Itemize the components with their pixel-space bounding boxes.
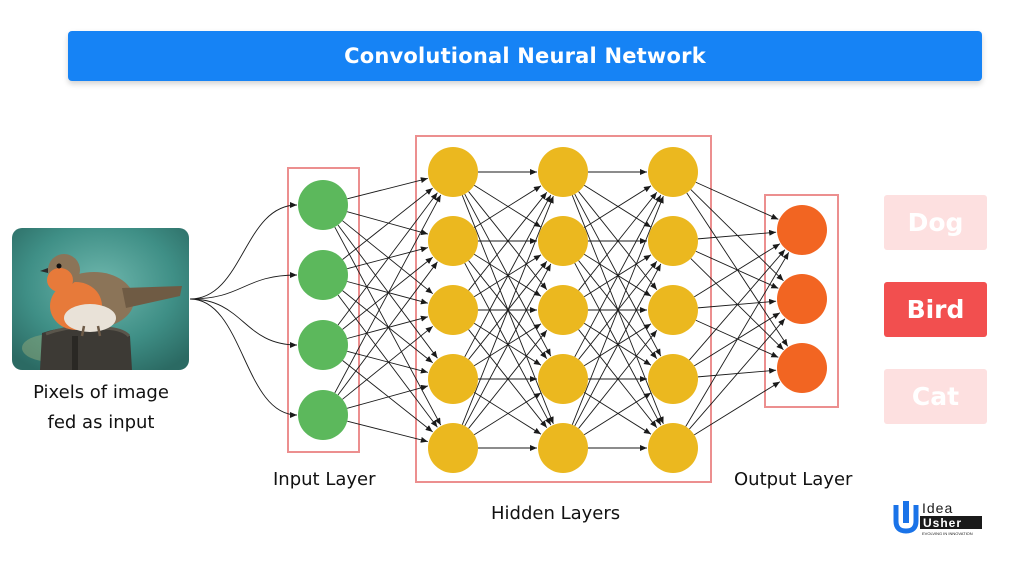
hidden-3-neuron (648, 354, 698, 404)
layer-edge (337, 261, 438, 396)
hidden-2-neuron (538, 216, 588, 266)
title-banner: Convolutional Neural Network (68, 31, 982, 81)
layer-edge (583, 184, 652, 228)
output-layer-frame (764, 194, 839, 408)
logo-line-2: Usher (923, 516, 962, 530)
output-neuron (777, 205, 827, 255)
layer-edge (574, 194, 662, 358)
hidden-2-neuron (538, 147, 588, 197)
hidden-3-neuron (648, 147, 698, 197)
layer-edge (694, 381, 781, 436)
layer-edge (473, 322, 542, 366)
layer-edge (578, 192, 658, 291)
layer-edge (337, 192, 438, 326)
hidden-1-neuron (428, 216, 478, 266)
output-layer-label: Output Layer (734, 469, 853, 490)
hidden-2-neuron (538, 285, 588, 335)
layer-edge (583, 253, 652, 297)
layer-edge (473, 391, 542, 435)
class-label-cat: Cat (884, 369, 987, 424)
image-to-input-edge (189, 298, 298, 348)
input-caption-line-1: Pixels of image (33, 382, 169, 403)
layer-edge (578, 330, 658, 429)
layer-edge (342, 360, 433, 433)
hidden-layers-label: Hidden Layers (491, 503, 621, 524)
logo-line-1: Idea (922, 500, 953, 516)
layer-edge (342, 220, 434, 295)
layer-edge (689, 249, 786, 361)
image-to-input-edge (189, 298, 298, 418)
hidden-3-neuron (648, 423, 698, 473)
layer-edge (347, 315, 429, 339)
input-caption-line-2: fed as input (47, 412, 155, 433)
layer-edge (346, 384, 429, 409)
layer-edge (583, 392, 652, 436)
layer-edge (473, 185, 542, 229)
input-neuron (298, 390, 348, 440)
input-neuron (298, 180, 348, 230)
input-neuron (298, 250, 348, 300)
hidden-1-neuron (428, 285, 478, 335)
layer-edge (347, 420, 428, 443)
hidden-3-neuron (648, 216, 698, 266)
logo-tagline: EVOLVING IN INNOVATION (922, 531, 973, 536)
layer-edge (334, 194, 442, 394)
layer-edge (695, 181, 779, 220)
layer-edge (464, 194, 552, 358)
layer-edge (347, 350, 428, 374)
hidden-1-neuron (428, 423, 478, 473)
hidden-1-neuron (428, 354, 478, 404)
hidden-2-neuron (538, 423, 588, 473)
layer-edge (574, 263, 662, 427)
layer-edge (583, 322, 652, 366)
layer-edge (346, 211, 429, 236)
output-neuron (777, 274, 827, 324)
class-label-dog: Dog (884, 195, 987, 250)
input-neuron (298, 320, 348, 370)
layer-edge (342, 325, 434, 400)
layer-edge (461, 195, 554, 425)
hidden-2-neuron (538, 354, 588, 404)
layer-edge (334, 226, 442, 426)
layer-edge (464, 263, 552, 427)
layer-edge (685, 252, 790, 427)
layer-edge (571, 195, 664, 425)
bird-image (12, 228, 189, 370)
class-label-bird: Bird (884, 282, 987, 337)
layer-edge (694, 243, 781, 298)
layer-edge (337, 294, 438, 428)
layer-edge (347, 281, 429, 305)
layer-edge (583, 185, 652, 229)
layer-edge (583, 391, 652, 435)
layer-edge (473, 392, 542, 436)
hidden-layers-frame (415, 135, 712, 483)
layer-edge (689, 318, 786, 430)
layer-edge (697, 229, 777, 240)
hidden-1-neuron (428, 147, 478, 197)
layer-edge (473, 184, 542, 228)
hidden-3-neuron (648, 285, 698, 335)
bird-photo-illustration (12, 228, 189, 370)
input-caption: Pixels of image fed as input (10, 378, 192, 438)
layer-edge (473, 253, 542, 297)
layer-edge (347, 246, 428, 270)
layer-edge (347, 177, 428, 200)
image-to-input-edge (189, 202, 298, 300)
diagram-title: Convolutional Neural Network (344, 44, 706, 68)
layer-edge (468, 330, 548, 429)
neurons (298, 147, 827, 473)
layer-edge (468, 192, 548, 291)
connections (189, 169, 790, 451)
image-to-input-edge (189, 272, 298, 300)
input-layer-label: Input Layer (273, 469, 376, 490)
layer-edge (337, 224, 438, 359)
layer-edge (342, 187, 433, 260)
output-neuron (777, 343, 827, 393)
layer-edge (342, 290, 433, 364)
input-layer-frame (287, 167, 360, 453)
ideausher-logo: Idea Usher EVOLVING IN INNOVATION (892, 495, 984, 537)
